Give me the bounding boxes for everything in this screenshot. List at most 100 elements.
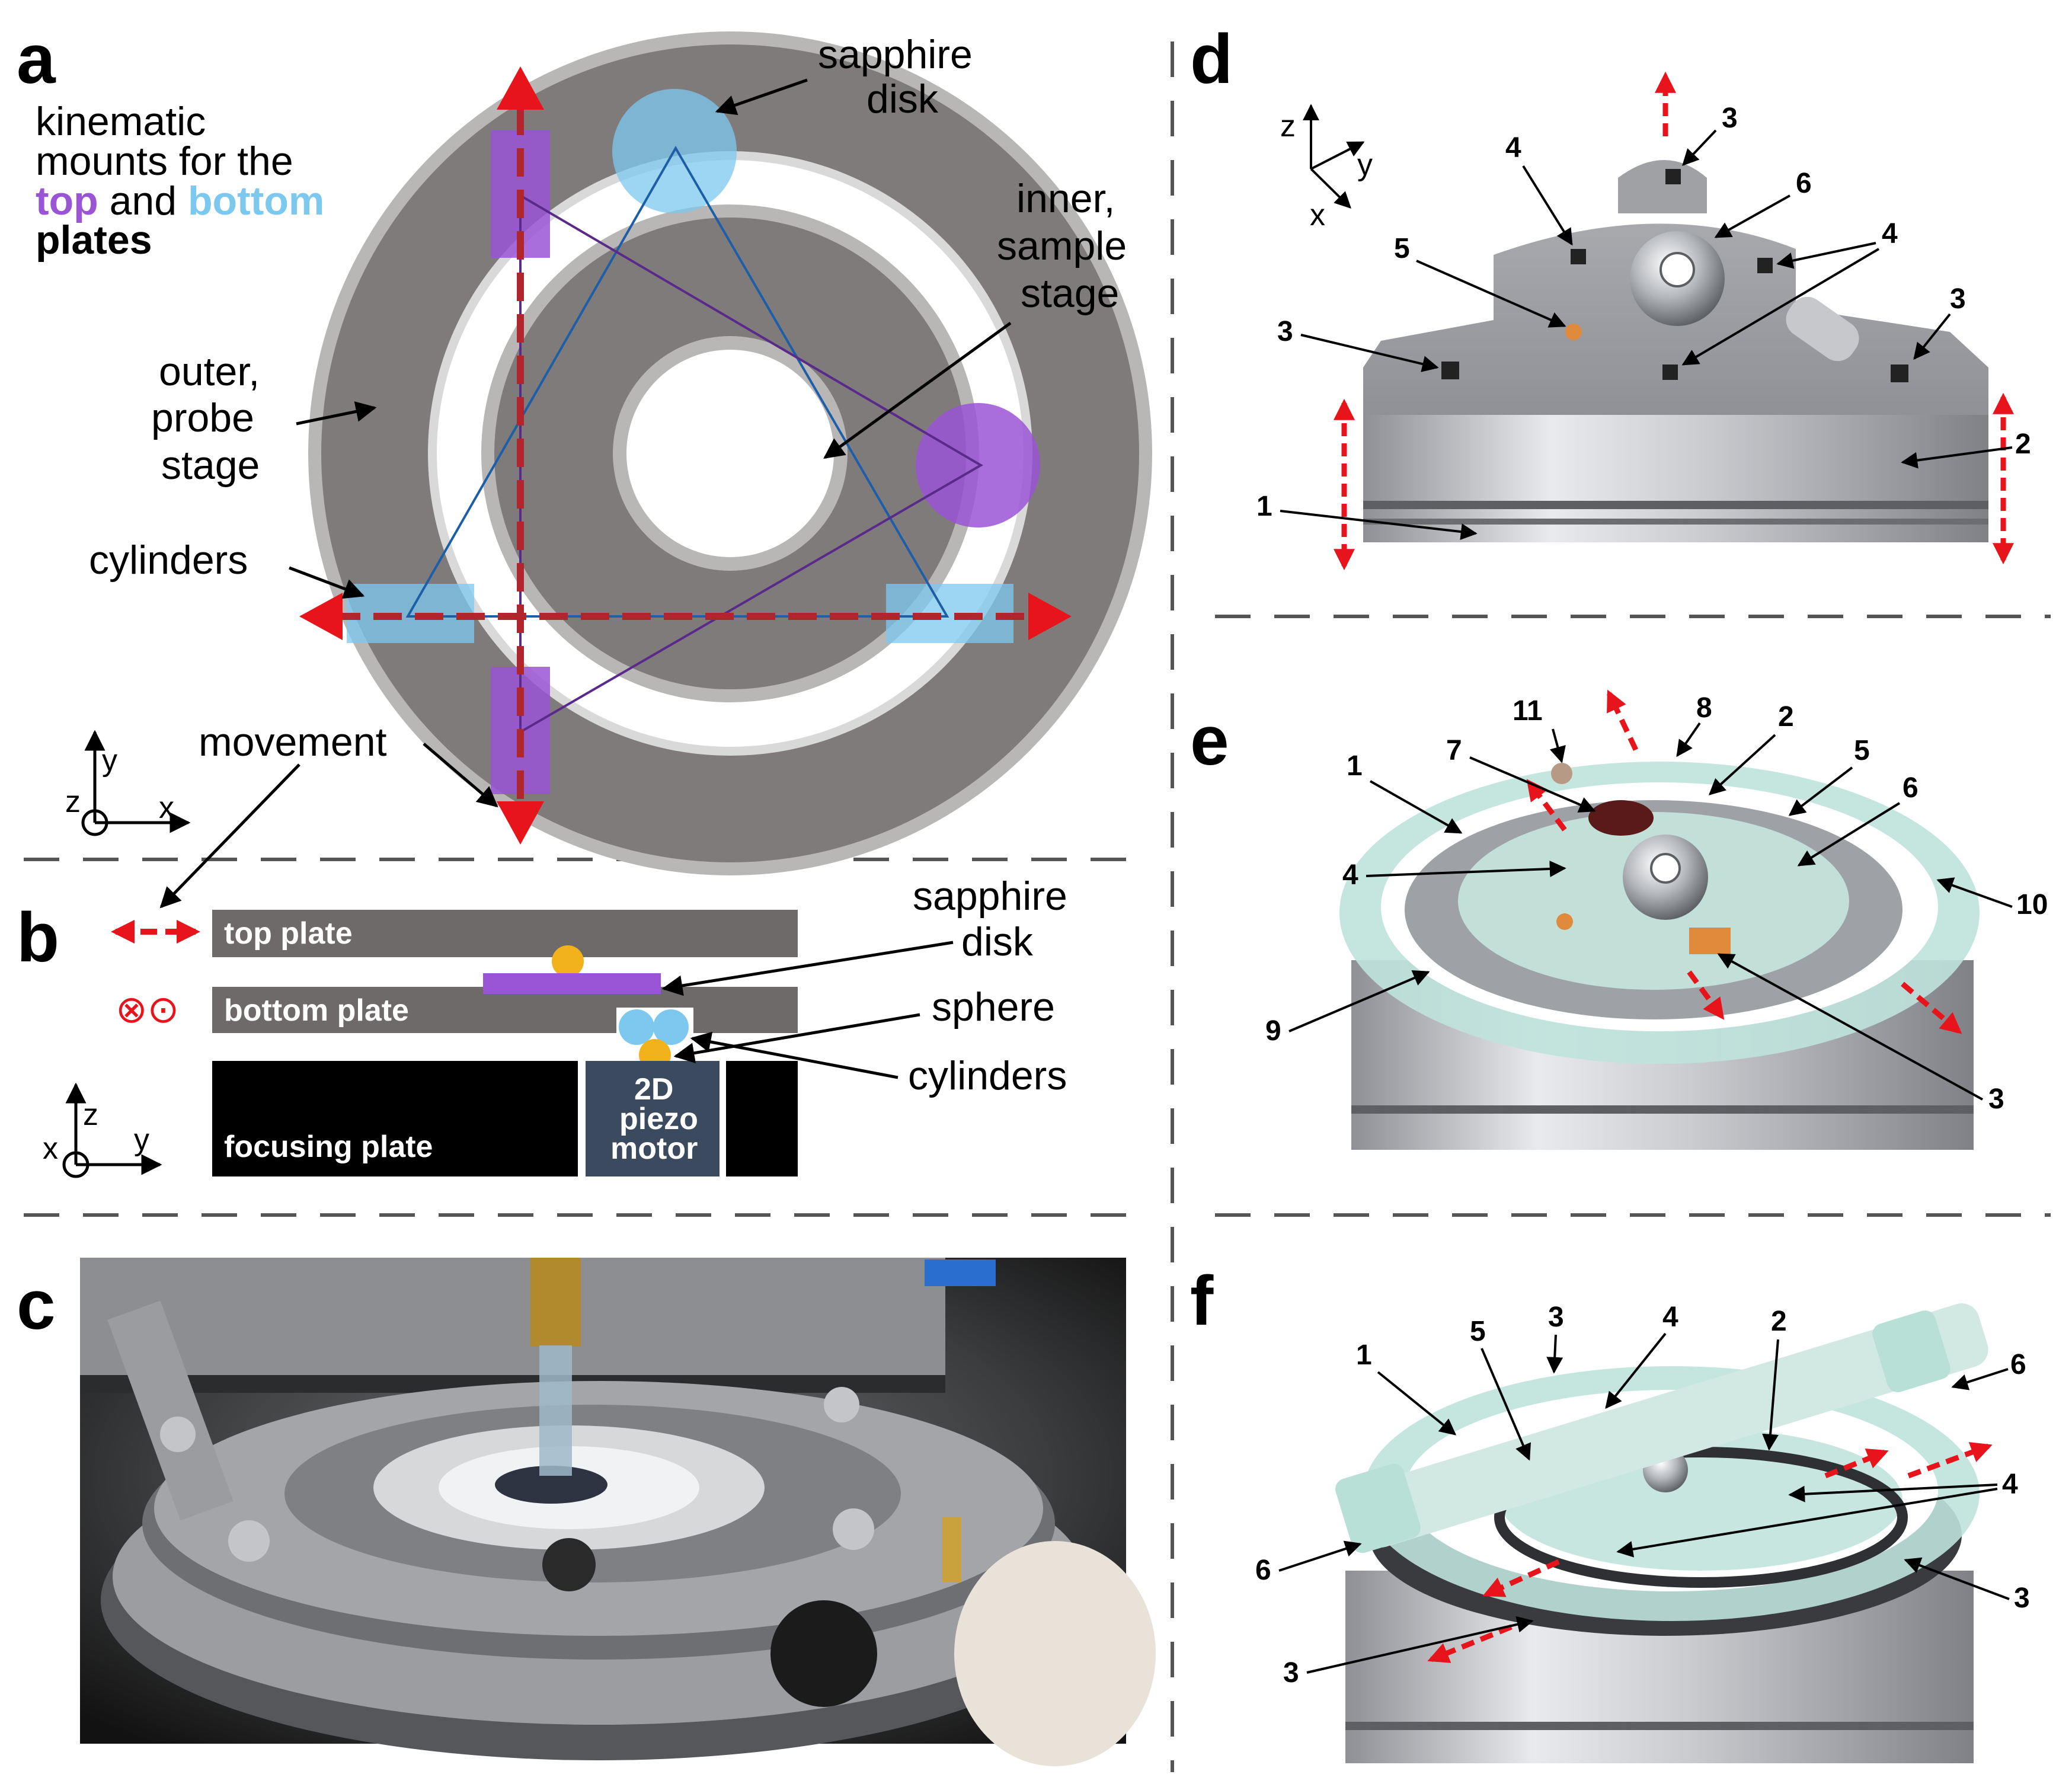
f-num-3-top: 3 [1548,1302,1564,1333]
panel-d-letter: d [1190,20,1233,98]
e-chip [1689,928,1731,954]
d-objective-tip [1659,252,1695,287]
sphere-top [552,945,584,977]
d-lead-5 [1416,260,1566,328]
d-stage-groove-2 [1363,519,1988,525]
f-lead-4-top [1605,1332,1667,1409]
f-arrow-upper-right-b [1907,1442,1993,1479]
e-lead-9 [1288,970,1430,1032]
f-arrow-lower-left-b [1427,1624,1513,1663]
d-y-axis [1310,141,1365,170]
panel-c-letter: c [17,1266,56,1344]
outer-label-3: stage [161,443,260,488]
e-num-8: 8 [1696,692,1712,724]
f-arrow-upper-right-a [1824,1448,1889,1479]
d-stage-groove-1 [1363,501,1988,509]
f-num-1: 1 [1356,1339,1372,1371]
photo-housing [80,1258,945,1385]
movement-leader-a [423,743,498,808]
cylinders-label: cylinders [89,538,248,583]
photo-gold-pin [942,1517,961,1582]
panel-e-letter: e [1190,702,1229,780]
e-num-4: 4 [1342,859,1358,891]
sapphire-disk-b-front [483,973,661,994]
kinematic-label-3: top and bottom [36,178,324,223]
photo-knob [770,1600,877,1707]
e-arrow-center [1687,970,1725,1020]
photo-screw-2 [833,1508,874,1550]
kinematic-label-2: mounts for the [36,139,293,184]
arrow-down [497,801,544,845]
e-num-1: 1 [1347,750,1363,782]
e-num-6: 6 [1902,772,1918,804]
panel-d: d z y x 3 4 6 [1190,20,2031,571]
e-lead-3 [1717,953,1983,1101]
panel-a-letter: a [17,20,56,98]
inner-label-1: inner, [1016,176,1115,221]
photo-probe-tip [539,1345,572,1476]
movement-label: movement [199,720,387,765]
top-plate [212,910,798,957]
outer-leader [296,401,377,426]
d-num-3-top: 3 [1722,103,1738,134]
f-lead-3-top [1546,1334,1563,1374]
kinematic-label-1: kinematic [36,99,206,144]
panel-b-letter: b [17,899,59,977]
piezo-label-3: motor [610,1131,698,1166]
f-num-6-left: 6 [1255,1555,1271,1586]
arrow-right [1028,593,1072,640]
d-top-tab [1618,160,1707,213]
out-in-symbols: ⊗⊙ [116,988,179,1031]
e-num-2: 2 [1778,701,1794,733]
e-lead-6 [1797,802,1901,867]
axis-z-b-label: z [83,1098,98,1132]
d-axis-y: y [1357,148,1373,182]
f-num-5: 5 [1470,1316,1486,1347]
d-marker-3-right [1891,365,1908,382]
e-sample-mark [1556,913,1573,930]
panel-c: c [17,1258,1156,1766]
d-num-4-right: 4 [1882,218,1898,250]
outer-label-1: outer, [159,349,260,394]
f-num-3-right: 3 [2014,1582,2030,1614]
sapphire-label-1: sapphire [818,32,973,77]
d-num-1: 1 [1256,491,1272,522]
f-bar-end-right [1872,1310,1951,1392]
d-marker-4-left [1571,249,1586,264]
d-marker-4-right [1757,258,1773,273]
f-lead-6-right [1951,1368,2009,1390]
panel-f: f 3 4 2 5 1 6 4 6 3 3 [1190,1262,2030,1763]
inner-leader [823,321,1012,459]
e-num-3: 3 [1988,1083,2004,1115]
bottom-word: bottom [188,178,324,223]
d-lead-4-right-b [1681,248,1880,366]
f-num-3-left: 3 [1283,1657,1299,1689]
f-lead-6-left [1278,1540,1362,1572]
e-lead-8 [1676,722,1701,757]
f-lead-4-right-a [1788,1484,1998,1502]
sapphire-label-2: disk [866,76,939,122]
d-lead-6 [1714,194,1790,238]
sapphire-b-label-1: sapphire [913,874,1067,919]
e-lead-7 [1469,756,1596,813]
e-num-10: 10 [2016,889,2048,920]
cylinders-right [886,584,1013,643]
photo-screw-1 [228,1520,270,1562]
e-lead-2 [1708,734,1776,795]
piezo-motor [586,1061,720,1176]
sapphire-b-leader [661,941,954,996]
f-lead-3-right [1904,1557,2010,1600]
d-marker-3-top [1665,169,1681,184]
photo-stage [80,1258,1156,1766]
panel-a-axes: y z x [65,730,191,836]
inner-label-3: stage [1021,271,1119,316]
d-marker-3-left [1441,362,1459,379]
e-lead-4 [1366,860,1566,877]
sphere-b-leader [673,1013,920,1063]
d-lead-1 [1280,510,1478,541]
kinematic-label-4: plates [36,218,152,263]
f-lead-2 [1762,1339,1779,1451]
cylinder-right-b [653,1009,689,1045]
d-num-3-left: 3 [1277,316,1293,347]
bottom-plate [212,987,798,1033]
